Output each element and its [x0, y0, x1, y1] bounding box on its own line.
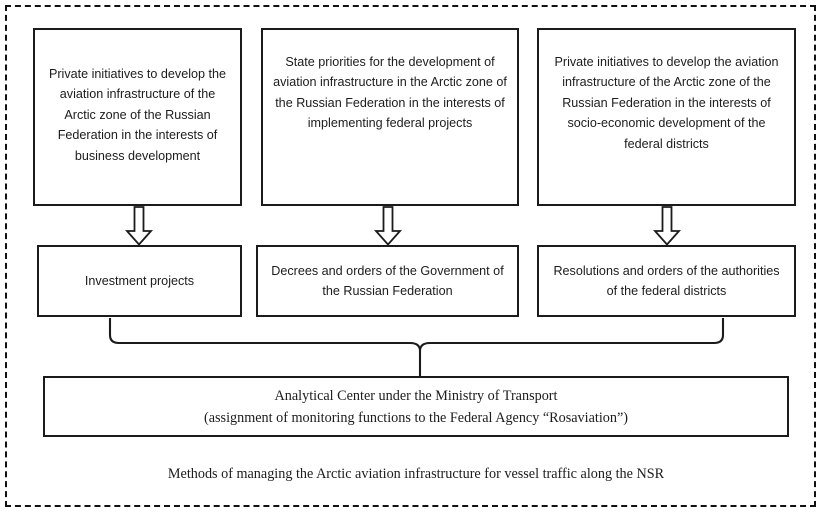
arrow-down-icon-1	[125, 206, 153, 246]
arrow-down-icon-2	[374, 206, 402, 246]
figure-caption: Methods of managing the Arctic aviation …	[167, 466, 665, 482]
merge-brace-connector	[100, 316, 740, 378]
mid-box-decrees-and-orders: Decrees and orders of the Government of …	[256, 245, 519, 317]
mid-box-investment-projects: Investment projects	[37, 245, 242, 317]
mid-box-resolutions-and-orders: Resolutions and orders of the authoritie…	[537, 245, 796, 317]
top-box-1-text: Private initiatives to develop the aviat…	[48, 67, 227, 163]
mid-box-2-text: Decrees and orders of the Government of …	[271, 263, 504, 298]
top-box-state-priorities-federal-projects: State priorities for the development of …	[261, 28, 519, 206]
bottom-box-text: Analytical Center under the Ministry of …	[204, 387, 628, 426]
top-box-3-text: Private initiatives to develop the aviat…	[554, 55, 779, 151]
arrow-down-icon-3	[653, 206, 681, 246]
figure-dashed-border	[5, 5, 816, 507]
bottom-box-analytical-center: Analytical Center under the Ministry of …	[43, 376, 789, 437]
top-box-private-initiatives-business: Private initiatives to develop the aviat…	[33, 28, 242, 206]
mid-box-1-text: Investment projects	[84, 273, 195, 288]
mid-box-3-text: Resolutions and orders of the authoritie…	[553, 263, 780, 298]
top-box-private-initiatives-socio-economic: Private initiatives to develop the aviat…	[537, 28, 796, 206]
top-box-2-text: State priorities for the development of …	[273, 55, 507, 131]
